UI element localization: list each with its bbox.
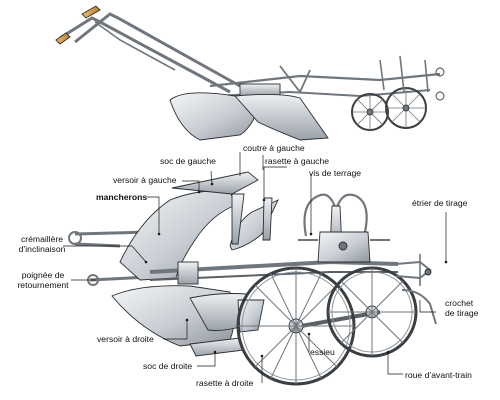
label-rasette-a-droite: rasette à droite	[196, 378, 254, 388]
label-cremaillere-line2: d’inclinaison	[18, 244, 66, 254]
label-roue-d-avant-train: roue d’avant-train	[405, 370, 472, 380]
label-cremaillere-line1: crémaillère	[20, 234, 64, 244]
label-poignee-line1: poignée de	[21, 270, 65, 280]
leader-lines	[63, 152, 448, 383]
label-soc-de-gauche: soc de gauche	[160, 156, 216, 166]
label-vis-de-terrage: vis de terrage	[309, 168, 362, 178]
label-poignee-de-retournement: poignée de retournement	[14, 270, 72, 290]
plow-exploded-drawing	[68, 171, 437, 386]
label-poignee-line2: retournement	[17, 280, 69, 290]
label-crochet-de-tirage: crochet de tirage	[445, 298, 478, 318]
label-mancherons: mancherons	[96, 192, 148, 202]
label-coutre-a-gauche: coutre à gauche	[243, 143, 305, 153]
plow-overview-drawing	[55, 5, 445, 141]
label-crochet-line2: de tirage	[445, 308, 479, 318]
label-rasette-a-gauche: rasette à gauche	[265, 156, 330, 166]
label-essieu: essieu	[310, 347, 335, 357]
label-etrier-de-tirage: étrier de tirage	[412, 198, 468, 208]
label-crochet-line1: crochet	[445, 298, 474, 308]
label-versoir-a-droite: versoir à droite	[97, 334, 154, 344]
label-soc-de-droite: soc de droite	[143, 361, 193, 371]
label-versoir-a-gauche: versoir à gauche	[113, 175, 177, 185]
label-cremaillere: crémaillère d’inclinaison	[16, 234, 68, 254]
